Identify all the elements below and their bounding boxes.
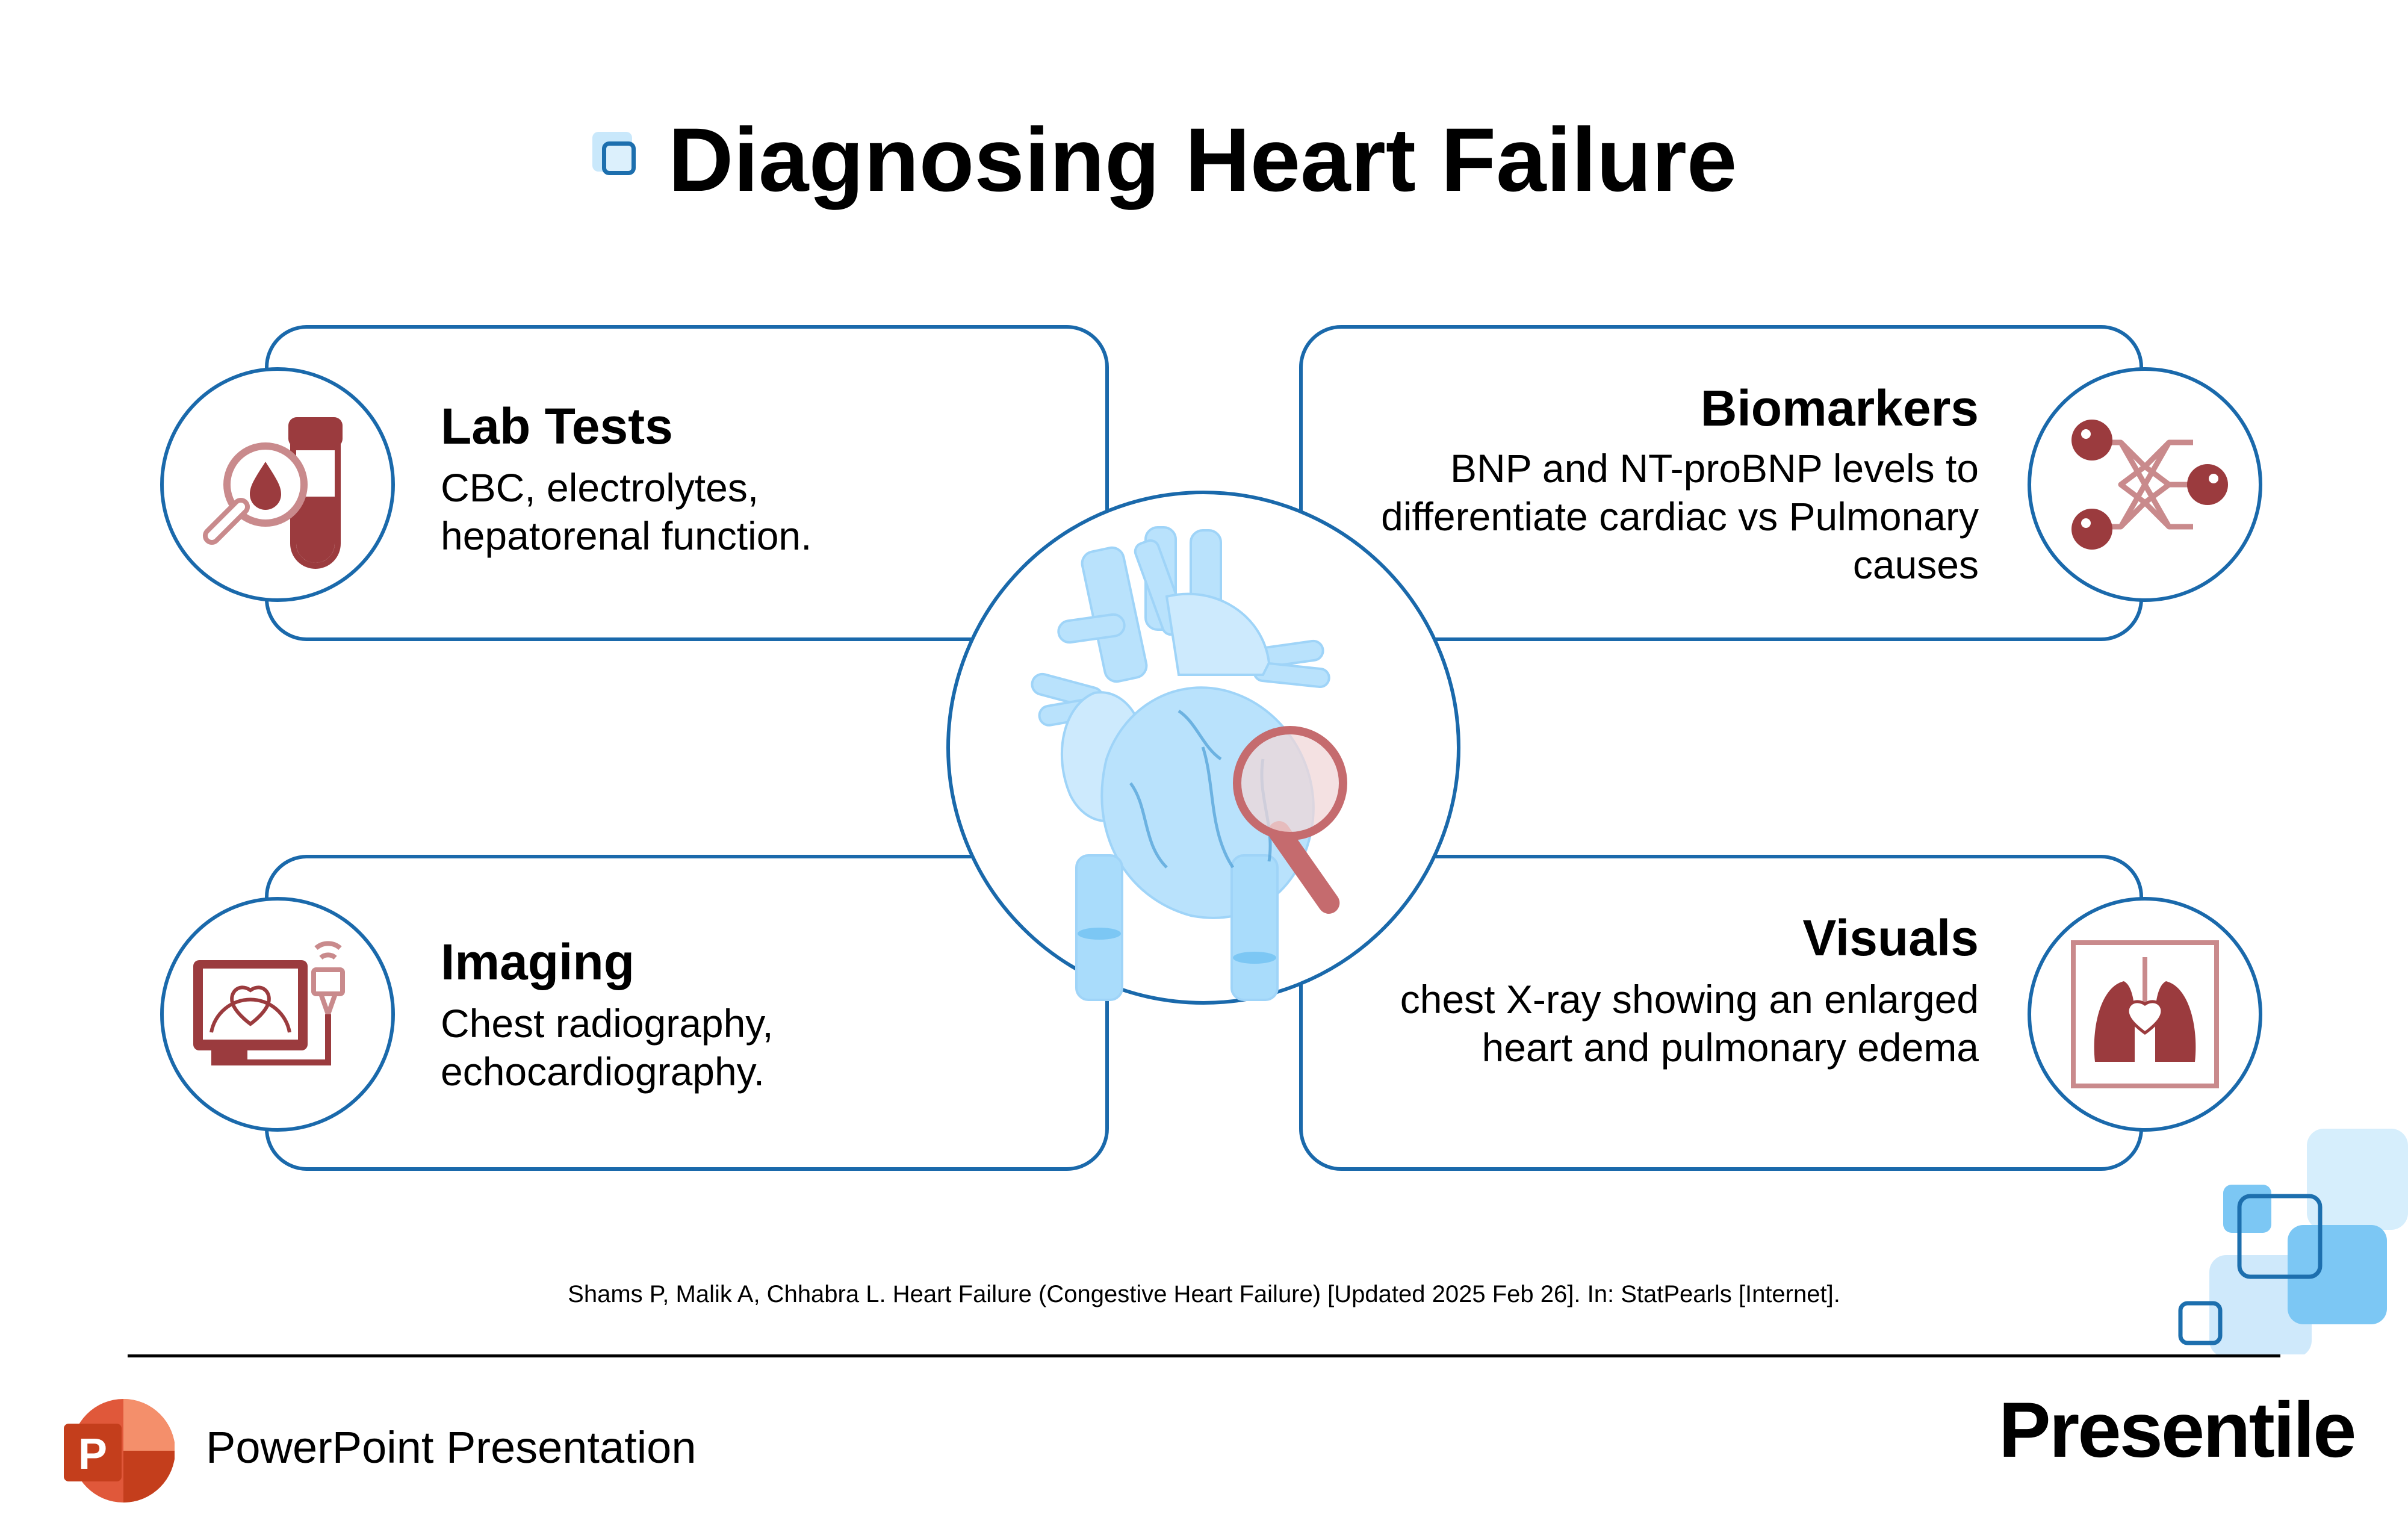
imaging-icon-circle bbox=[160, 897, 395, 1132]
imaging-line-2: echocardiography. bbox=[441, 1049, 765, 1094]
title-bar: Diagnosing Heart Failure bbox=[590, 102, 1737, 217]
decorative-squares bbox=[2173, 1129, 2408, 1357]
visuals-icon-circle bbox=[2028, 897, 2262, 1132]
blood-test-magnifier-icon bbox=[202, 417, 343, 569]
echocardiography-monitor-icon bbox=[193, 941, 345, 1065]
lab-tests-card bbox=[265, 325, 1109, 641]
ppt-letter: P bbox=[78, 1430, 107, 1478]
powerpoint-logo-icon: P bbox=[60, 1397, 175, 1505]
center-circle bbox=[946, 491, 1460, 1005]
imaging-title: Imaging bbox=[441, 934, 635, 990]
biomarkers-icon-circle bbox=[2028, 367, 2262, 602]
imaging-line-1: Chest radiography, bbox=[441, 1001, 774, 1046]
rounded-square-icon bbox=[590, 129, 650, 190]
biomarkers-title: Biomarkers bbox=[1700, 380, 1979, 436]
imaging-card bbox=[265, 855, 1109, 1171]
powerpoint-label: PowerPoint Presentation bbox=[206, 1422, 697, 1472]
visuals-card bbox=[1299, 855, 2143, 1171]
footer-divider bbox=[128, 1354, 2280, 1357]
lab-tests-icon-circle bbox=[160, 367, 395, 602]
lab-tests-line-1: CBC, electrolytes, bbox=[441, 465, 759, 510]
molecule-network-icon bbox=[2071, 420, 2228, 550]
page-title: Diagnosing Heart Failure bbox=[668, 109, 1737, 210]
biomarkers-line-3: causes bbox=[1852, 542, 1979, 587]
visuals-line-1: chest X-ray showing an enlarged bbox=[1400, 977, 1979, 1022]
heart-magnifier-illustration bbox=[1031, 526, 1347, 1001]
biomarkers-card bbox=[1299, 325, 2143, 641]
lab-tests-title: Lab Tests bbox=[441, 398, 673, 454]
visuals-title: Visuals bbox=[1802, 910, 1979, 966]
presentile-logo: Presentile bbox=[1999, 1386, 2356, 1474]
citation-text: Shams P, Malik A, Chhabra L. Heart Failu… bbox=[568, 1281, 1840, 1307]
biomarkers-line-2: differentiate cardiac vs Pulmonary bbox=[1381, 494, 1979, 539]
lab-tests-line-2: hepatorenal function. bbox=[441, 513, 812, 558]
chest-xray-lungs-icon bbox=[2071, 940, 2219, 1088]
visuals-line-2: heart and pulmonary edema bbox=[1482, 1025, 1979, 1070]
biomarkers-line-1: BNP and NT-proBNP levels to bbox=[1450, 446, 1979, 491]
